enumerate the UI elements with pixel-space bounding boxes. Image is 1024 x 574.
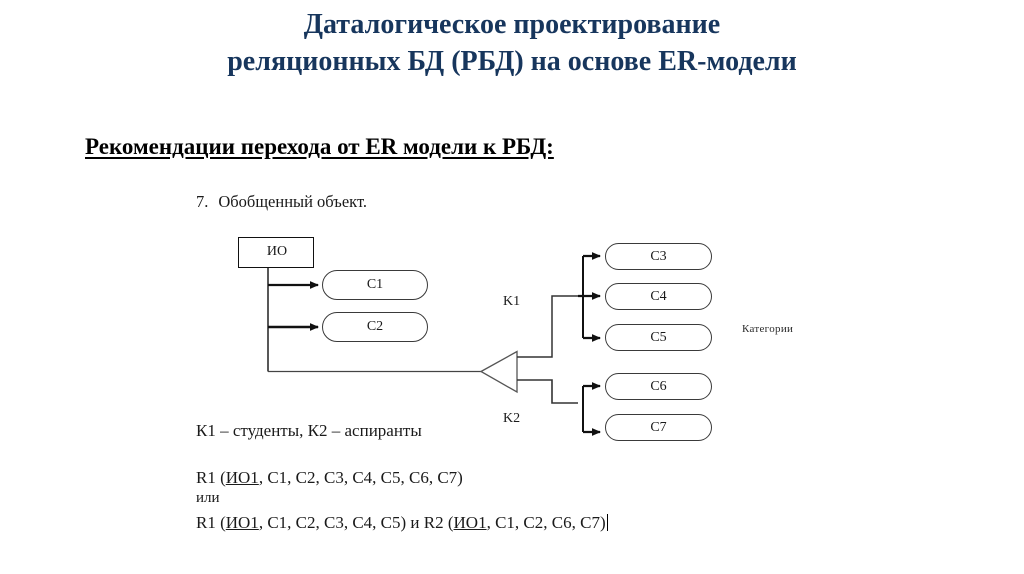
relation1-key: ИО1 — [225, 513, 259, 532]
attribute-label-c6: C6 — [650, 378, 667, 394]
title-line-1: Даталогическое проектирование — [303, 9, 721, 40]
relation-schema-split: R1 (ИО1, C1, C2, C3, C4, C5) и R2 (ИО1, … — [196, 513, 608, 533]
attribute-box-c4[interactable]: C4 — [605, 283, 712, 310]
attribute-label-c7: C7 — [650, 419, 667, 435]
attribute-label-c4: C4 — [650, 288, 667, 304]
title-line-2: реляционных БД (РБД) на основе ER-модели — [227, 46, 797, 77]
relation2-attributes: , C1, C2, C6, C7) — [486, 513, 606, 532]
attribute-box-c6[interactable]: C6 — [605, 373, 712, 400]
list-item-label: Обобщенный объект. — [218, 192, 368, 211]
alternative-connector: или — [196, 490, 220, 506]
section-subtitle: Рекомендации перехода от ER модели к РБД… — [85, 134, 554, 159]
relation-schema-single: R1 (ИО1, C1, C2, C3, C4, C5, C6, C7) — [196, 468, 463, 488]
k2-branch-line — [517, 379, 578, 404]
relation1-attributes: , C1, C2, C3, C4, C5) — [258, 513, 407, 532]
attribute-box-c3[interactable]: C3 — [605, 243, 712, 270]
category-label-k1: K1 — [503, 294, 521, 309]
relation-prefix: R1 ( — [196, 468, 226, 487]
attribute-box-c5[interactable]: C5 — [605, 324, 712, 351]
text-cursor — [606, 514, 608, 531]
relation-key: ИО1 — [225, 468, 259, 487]
relation2-key: ИО1 — [453, 513, 487, 532]
category-label-k2: K2 — [503, 411, 521, 426]
generalized-object-box[interactable]: ИО — [238, 237, 314, 268]
relation-attributes: , C1, C2, C3, C4, C5, C6, C7) — [258, 468, 463, 487]
attribute-label-c5: C5 — [650, 329, 667, 345]
list-item-number: 7. — [196, 192, 209, 211]
generalized-object-label: ИО — [266, 244, 288, 259]
attribute-label-c2: C2 — [366, 319, 384, 334]
category-legend: К1 – студенты, К2 – аспиранты — [196, 421, 422, 440]
generalization-triangle — [479, 350, 518, 394]
attribute-box-c1[interactable]: C1 — [322, 270, 428, 300]
relation-conjunction: и — [406, 513, 424, 532]
attribute-label-c3: C3 — [650, 248, 667, 264]
attribute-box-c2[interactable]: C2 — [322, 312, 428, 342]
page-title: Даталогическое проектирование реляционны… — [0, 6, 1024, 80]
relation1-prefix: R1 ( — [196, 513, 226, 532]
list-item-7: 7. Обобщенный объект. — [196, 192, 367, 212]
categories-caption: Категории — [742, 323, 794, 335]
relation2-prefix: R2 ( — [423, 513, 454, 532]
attribute-label-c1: C1 — [366, 277, 384, 292]
k1-branch-line — [517, 295, 578, 358]
attribute-box-c7[interactable]: C7 — [605, 414, 712, 441]
